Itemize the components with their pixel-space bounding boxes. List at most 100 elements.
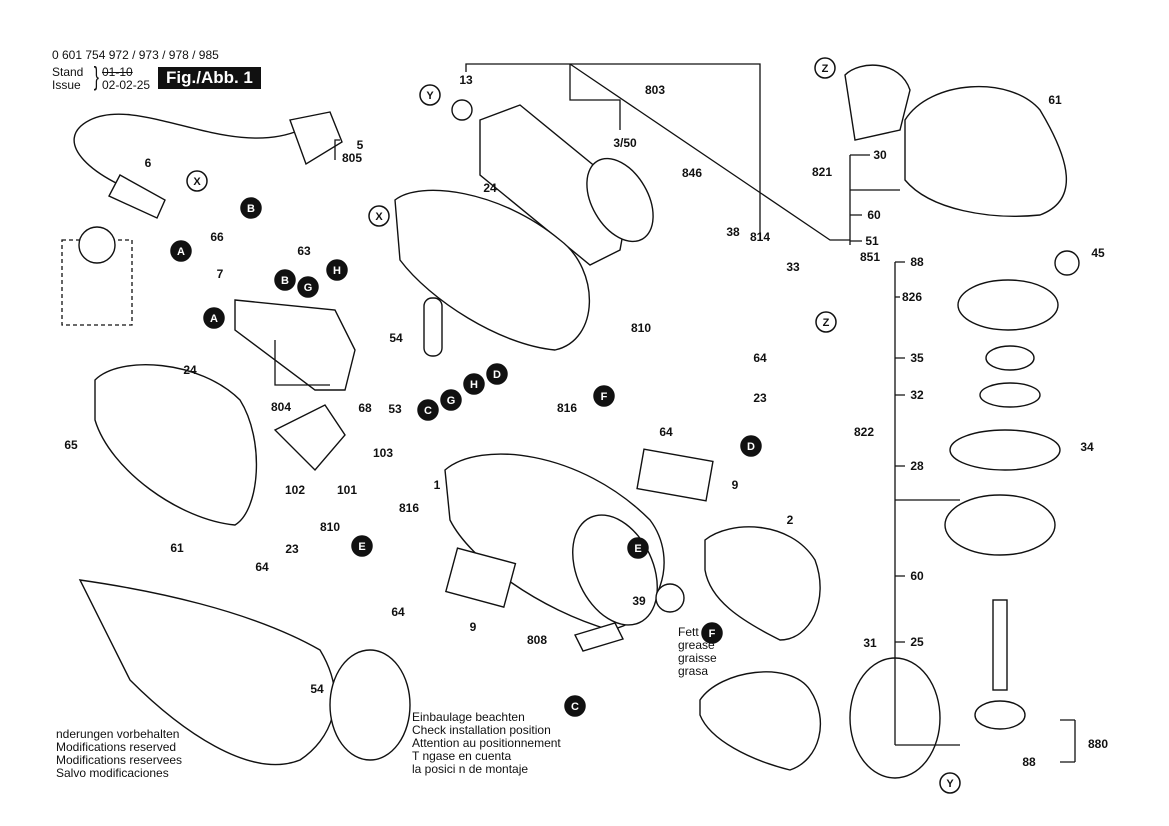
callout-65: 65	[64, 438, 78, 452]
schematic-motor	[78, 226, 116, 264]
callout-103: 103	[373, 446, 393, 460]
connection-marker-c: C	[417, 399, 439, 421]
seal-32	[979, 382, 1041, 408]
marker-circle	[815, 311, 837, 333]
marker-circle	[186, 170, 208, 192]
callout-13: 13	[459, 73, 473, 87]
callout-2: 2	[787, 513, 794, 527]
callout-101: 101	[337, 483, 357, 497]
capacitor	[423, 297, 443, 357]
marker-circle	[701, 622, 723, 644]
connection-marker-z: Z	[815, 311, 837, 333]
spindle	[992, 599, 1008, 691]
marker-letter: Z	[823, 317, 830, 329]
note-line: grease	[678, 638, 715, 652]
marker-letter: F	[601, 391, 608, 403]
marker-circle	[593, 385, 615, 407]
callout-35: 35	[910, 351, 924, 365]
marker-letter: B	[281, 275, 289, 287]
marker-letter: C	[571, 701, 579, 713]
connection-marker-x: X	[368, 205, 390, 227]
note-line: T ngase en cuenta	[412, 749, 512, 763]
label-9-bottom	[444, 547, 517, 608]
note-line: Salvo modificaciones	[56, 766, 169, 780]
marker-letter: A	[177, 246, 185, 258]
gear-housing	[904, 85, 1067, 217]
callout-6: 6	[145, 156, 152, 170]
leader-line	[849, 154, 900, 245]
marker-circle	[419, 84, 441, 106]
note-line: graisse	[678, 651, 717, 665]
motor-housing-rear	[394, 189, 591, 351]
connection-marker-b: B	[240, 197, 262, 219]
callout-808: 808	[527, 633, 547, 647]
callout-39: 39	[632, 594, 646, 608]
connection-marker-d: D	[740, 435, 762, 457]
pinion-45	[1054, 250, 1080, 276]
marker-circle	[203, 307, 225, 329]
installation-note: Einbaulage beachten Check installation p…	[412, 711, 561, 776]
callout-25: 25	[910, 635, 924, 649]
callout-61: 61	[1048, 93, 1062, 107]
connection-marker-e: E	[351, 535, 373, 557]
marker-circle	[440, 389, 462, 411]
marker-letter: X	[375, 211, 383, 223]
note-line: Attention au positionnement	[412, 736, 561, 750]
marker-letter: D	[747, 441, 755, 453]
connection-marker-y: Y	[419, 84, 441, 106]
grease-note: Fett grease graisse grasa	[678, 626, 717, 678]
callout-34: 34	[1080, 440, 1094, 454]
brace-icon: }	[93, 61, 99, 91]
callout-64: 64	[753, 351, 767, 365]
power-cord	[73, 113, 301, 201]
modifications-note: nderungen vorbehalten Modifications rese…	[56, 728, 182, 780]
callout-66: 66	[210, 230, 224, 244]
marker-letter: Z	[822, 63, 829, 75]
connection-marker-d: D	[486, 363, 508, 385]
o-ring-34	[949, 429, 1061, 471]
marker-circle	[170, 240, 192, 262]
callout-804: 804	[271, 400, 291, 414]
callout-826: 826	[902, 290, 922, 304]
marker-circle	[939, 772, 961, 794]
leader-line	[1060, 719, 1076, 763]
leader-line	[334, 139, 340, 160]
callout-88: 88	[910, 255, 924, 269]
note-line: la posici n de montaje	[412, 762, 529, 776]
connection-marker-g: G	[440, 389, 462, 411]
callout-1: 1	[434, 478, 441, 492]
leader-line	[274, 340, 330, 386]
marker-circle	[486, 363, 508, 385]
callout-68: 68	[358, 401, 372, 415]
callout-61: 61	[170, 541, 184, 555]
leader-line	[465, 63, 761, 240]
callout-33: 33	[786, 260, 800, 274]
callout-822: 822	[854, 425, 874, 439]
connection-marker-z: Z	[814, 57, 836, 79]
callout-88: 88	[1022, 755, 1036, 769]
connection-marker-c: C	[564, 695, 586, 717]
leader-line	[894, 261, 960, 746]
connection-marker-h: H	[463, 373, 485, 395]
flange-nut	[974, 700, 1026, 730]
callout-805: 805	[342, 151, 362, 165]
callout-821: 821	[812, 165, 832, 179]
connection-marker-e: E	[627, 537, 649, 559]
label-9-top	[636, 448, 714, 502]
callout-7: 7	[217, 267, 224, 281]
bearing-35	[985, 345, 1035, 371]
bearing-flange	[944, 494, 1056, 556]
marker-letter: H	[470, 379, 478, 391]
callout-64: 64	[255, 560, 269, 574]
handle-half	[94, 364, 258, 526]
note-line: Check installation position	[412, 723, 551, 737]
callout-810: 810	[631, 321, 651, 335]
callout-23: 23	[285, 542, 299, 556]
marker-circle	[351, 535, 373, 557]
callout-816: 816	[399, 501, 419, 515]
callout-816: 816	[557, 401, 577, 415]
marker-letter: Y	[946, 778, 954, 790]
callout-5: 5	[357, 138, 364, 152]
marker-circle	[297, 276, 319, 298]
connection-marker-a: A	[203, 307, 225, 329]
